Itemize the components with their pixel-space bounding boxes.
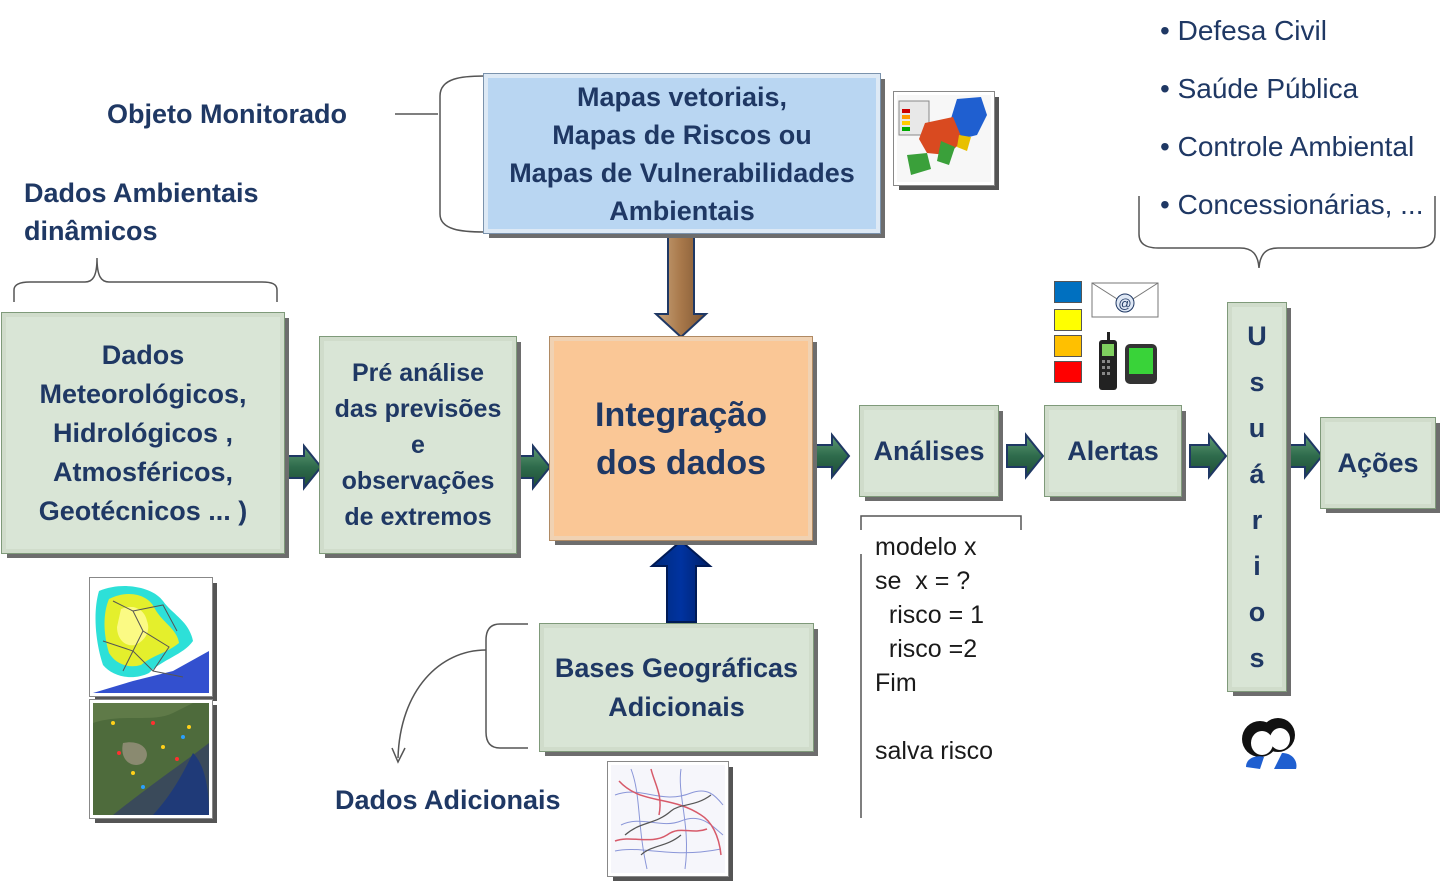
mapas-box: Mapas vetoriais, Mapas de Riscos ou Mapa… xyxy=(484,74,880,233)
brace-users xyxy=(1138,196,1436,269)
code-line: risco =2 xyxy=(875,635,978,663)
users-list-text: Controle Ambiental xyxy=(1177,131,1415,162)
dados-ambientais-label-1: Dados Ambientais xyxy=(24,178,259,208)
satellite-image-icon xyxy=(90,700,212,818)
users-list-text: Saúde Pública xyxy=(1177,73,1359,104)
usuarios-letter: u xyxy=(1248,413,1266,443)
users-icon xyxy=(1242,718,1297,769)
geographic-map-icon xyxy=(608,762,728,876)
dados-line: Hidrológicos , xyxy=(52,417,233,448)
arrow-down-brown xyxy=(653,233,709,339)
integracao-line: dos dados xyxy=(595,443,767,482)
usuarios-box: U s u á r i o s xyxy=(1228,303,1286,691)
code-line: modelo x xyxy=(875,533,977,561)
pre-line: das previsões xyxy=(334,395,502,423)
dados-line: Geotécnicos ... ) xyxy=(38,495,248,526)
code-line xyxy=(875,700,993,734)
usuarios-letter: r xyxy=(1251,505,1263,535)
alert-level-orange xyxy=(1054,335,1082,357)
code-line: risco = 1 xyxy=(875,601,985,629)
pre-line: de extremos xyxy=(344,503,492,531)
code-line: Fim xyxy=(875,669,917,697)
users-list-text: Concessionárias, ... xyxy=(1177,189,1424,220)
mapas-line: Mapas de Riscos ou xyxy=(552,119,812,150)
mobile-phone-icon xyxy=(1099,332,1157,390)
alert-level-red xyxy=(1054,361,1082,383)
weather-map-icon xyxy=(90,578,212,696)
mapas-line: Ambientais xyxy=(609,195,755,226)
acoes-label: Ações xyxy=(1337,447,1419,478)
curved-arrow-head xyxy=(391,747,406,764)
usuarios-letter: U xyxy=(1247,321,1267,351)
brace-dados xyxy=(13,257,278,302)
dados-line: Dados xyxy=(101,339,185,370)
users-list-item: • Saúde Pública xyxy=(1160,73,1359,104)
analises-label: Análises xyxy=(873,435,985,466)
users-list-item: • Concessionárias, ... xyxy=(1160,189,1424,220)
brace-bases xyxy=(397,623,528,759)
green-arrows xyxy=(284,432,1324,491)
regional-map-icon xyxy=(894,92,994,185)
bases-box: Bases Geográficas Adicionais xyxy=(540,624,813,751)
dados-ambientais-label-2: dinâmicos xyxy=(24,216,158,246)
users-list-item: • Controle Ambiental xyxy=(1160,131,1415,162)
bases-line: Adicionais xyxy=(608,691,745,722)
alertas-label: Alertas xyxy=(1067,435,1159,466)
mapas-line: Mapas de Vulnerabilidades xyxy=(509,157,855,188)
usuarios-letter: s xyxy=(1249,643,1265,673)
integracao-line: Integração xyxy=(595,395,767,434)
integracao-box: Integração dos dados xyxy=(550,337,812,540)
users-list-text: Defesa Civil xyxy=(1177,15,1327,46)
usuarios-letter: i xyxy=(1253,551,1261,581)
users-list-item: • Defesa Civil xyxy=(1160,15,1327,46)
alert-level-yellow xyxy=(1054,309,1082,331)
dados-line: Atmosféricos, xyxy=(52,456,234,487)
pre-analise-box: Pré análise das previsões e observações … xyxy=(320,337,516,553)
objeto-monitorado-label: Objeto Monitorado xyxy=(107,99,347,129)
code-line: se x = ? xyxy=(875,567,971,595)
dados-line: Meteorológicos, xyxy=(39,378,247,409)
analises-box: Análises xyxy=(860,406,998,496)
pre-line: e xyxy=(411,431,425,459)
brace-objeto xyxy=(395,75,485,233)
dados-box: Dados Meteorológicos, Hidrológicos , Atm… xyxy=(2,313,284,553)
brace-analises xyxy=(860,515,1022,818)
email-icon: @ xyxy=(1091,282,1159,318)
acoes-box: Ações xyxy=(1321,418,1435,508)
pre-line: observações xyxy=(341,467,495,495)
usuarios-letter: á xyxy=(1249,459,1265,489)
usuarios-letter: s xyxy=(1249,367,1265,397)
model-code: modelo x se x = ? risco = 1 risco =2 Fim s… xyxy=(875,530,993,768)
svg-text:@: @ xyxy=(1118,296,1131,311)
dados-adicionais-label: Dados Adicionais xyxy=(335,785,561,815)
usuarios-letter: o xyxy=(1248,597,1266,627)
bases-line: Bases Geográficas xyxy=(554,652,799,683)
mapas-line: Mapas vetoriais, xyxy=(576,81,788,112)
alertas-box: Alertas xyxy=(1045,406,1181,496)
arrow-up-navy xyxy=(649,539,713,623)
code-line: salva risco xyxy=(875,737,994,765)
alert-level-blue xyxy=(1054,281,1082,303)
pre-line: Pré análise xyxy=(351,359,485,387)
